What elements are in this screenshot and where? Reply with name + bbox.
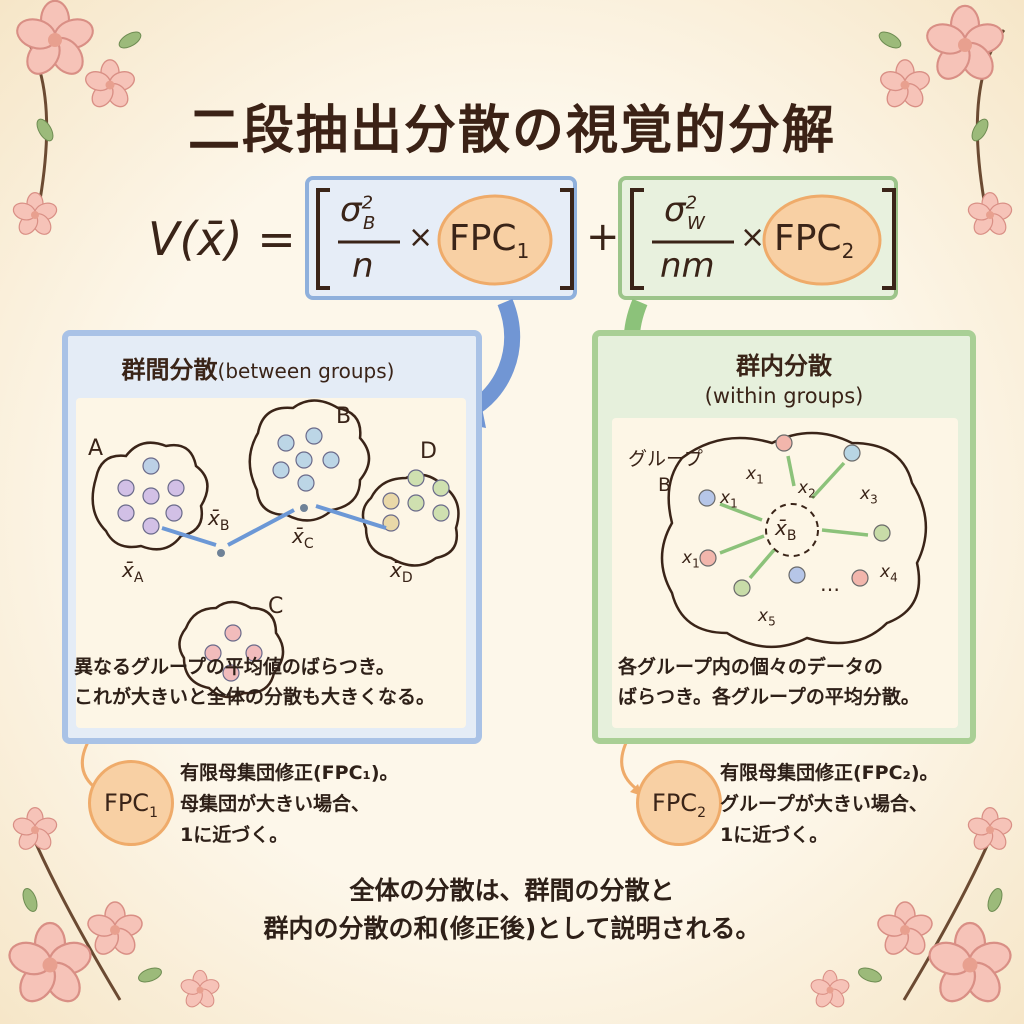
fpc1-badge: FPC1 <box>88 760 174 846</box>
group-label-c: C <box>268 594 284 619</box>
between-groups-panel: 群間分散(between groups) A B C D x̄A x̄B x̄C <box>62 330 482 744</box>
formula-lhs: V(x̄) = <box>148 212 296 266</box>
flower-corner-bottom-right-icon <box>808 806 1016 1011</box>
term1-numerator: σ2B <box>340 190 376 234</box>
term2-denominator: nm <box>660 246 715 286</box>
between-groups-description: 異なるグループの平均値のばらつき。これが大きいと全体の分散も大きくなる。 <box>74 656 436 708</box>
bracket-2 <box>630 188 896 290</box>
fpc1-oval <box>437 194 553 286</box>
point-label: x1 <box>746 464 764 487</box>
fpc2-label: FPC2 <box>774 218 855 264</box>
mean-label-d: x̄D <box>390 558 413 586</box>
times-1: × <box>408 220 434 255</box>
times-2: × <box>740 220 766 255</box>
mean-label-a: x̄A <box>122 558 144 586</box>
point-label: x5 <box>758 606 776 629</box>
bracket-1 <box>316 188 574 290</box>
group-label-b: B <box>336 404 352 429</box>
point-label: x4 <box>880 562 898 585</box>
group-label-a: A <box>88 436 104 461</box>
fpc2-note: 有限母集団修正(FPC₂)。グループが大きい場合、1に近づく。 <box>720 762 939 846</box>
flower-corner-top-left-icon <box>10 0 144 239</box>
term1-denominator: n <box>352 246 374 286</box>
mean-label-b: x̄B <box>775 516 797 544</box>
within-groups-diagram <box>612 418 958 728</box>
point-label: x3 <box>860 484 878 507</box>
mean-label-b: x̄B <box>208 506 230 534</box>
between-groups-diagram <box>76 398 466 728</box>
fpc2-badge: FPC2 <box>636 760 722 846</box>
plus-sign: + <box>586 214 620 260</box>
term2-numerator: σ2W <box>664 190 705 234</box>
point-label: x1 <box>720 488 738 511</box>
mean-label-c: x̄C <box>292 524 314 552</box>
fpc1-label: FPC1 <box>449 218 530 264</box>
fpc1-note: 有限母集団修正(FPC₁)。母集団が大きい場合、1に近づく。 <box>180 762 399 846</box>
footer-summary: 全体の分散は、群間の分散と群内の分散の和(修正後)として説明される。 <box>263 876 761 943</box>
page-title: 二段抽出分散の視覚的分解 <box>187 101 836 161</box>
flower-corner-bottom-left-icon <box>4 806 222 1011</box>
point-label: x1 <box>682 548 700 571</box>
within-groups-title: 群内分散 <box>736 352 832 380</box>
flower-corner-top-right-icon <box>876 4 1015 239</box>
between-groups-title: 群間分散(between groups) <box>121 356 395 384</box>
fpc2-oval <box>762 194 882 286</box>
within-groups-subtitle: (within groups) <box>704 384 864 408</box>
mean-distance-arrows <box>161 504 387 547</box>
ellipsis: … <box>820 572 840 596</box>
within-groups-description: 各グループ内の個々のデータのばらつき。各グループの平均分散。 <box>618 656 920 708</box>
group-label-d: D <box>420 439 437 464</box>
point-label: x2 <box>798 478 816 501</box>
